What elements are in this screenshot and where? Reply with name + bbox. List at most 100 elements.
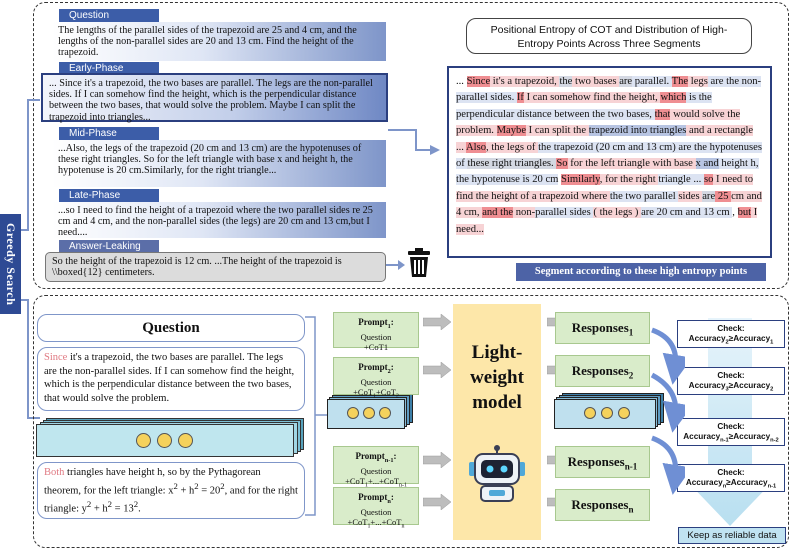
trash-icon <box>406 248 432 278</box>
curved-arrows <box>650 327 685 495</box>
entropy-token: and the <box>482 207 514 219</box>
entropy-token: Also <box>466 141 487 153</box>
since-highlight: Since <box>44 352 68 363</box>
entropy-text-box: ... Since it's a trapezoid, the two base… <box>447 66 772 258</box>
response-sub: 1 <box>628 327 634 338</box>
dot-1 <box>136 433 151 448</box>
prompt-text: Prompt <box>358 362 388 372</box>
check-box: Check:Accuracyn-1≥Accuracyn-2 <box>677 418 785 446</box>
arrow-prompt-to-model <box>423 494 452 510</box>
prompt-text: : <box>390 317 394 327</box>
arrow-to-trash <box>386 260 405 270</box>
keep-reliable-label: Keep as reliable data <box>678 527 786 544</box>
embedding-stack-small-left <box>327 393 417 433</box>
response-box: Responses2 <box>555 355 650 387</box>
entropy-token: x and <box>695 158 719 170</box>
answer-leaking-label: Answer-Leaking <box>59 240 159 253</box>
prompt-text: 2 <box>395 393 399 400</box>
response-label: Responses <box>567 454 625 469</box>
entropy-token: Maybe <box>496 125 527 137</box>
check-text: Accuracy <box>730 478 768 487</box>
entropy-token: which <box>660 92 687 104</box>
check-text: n <box>722 483 727 490</box>
check-text: 3 <box>725 386 729 393</box>
response-sub: n-1 <box>624 461 638 472</box>
entropy-token: ( the legs ) <box>593 207 642 219</box>
embedding-stack-small-right <box>554 393 669 433</box>
prompt-box: Promptn-1:Question+CoT1+...+CoTn-1 <box>333 446 419 488</box>
prompt-text: +CoT <box>376 386 396 397</box>
bottom-panel <box>33 295 789 548</box>
prompt-text: Prompt <box>355 451 385 461</box>
prompt-text: n <box>401 523 405 530</box>
entropy-token: If <box>516 92 524 104</box>
prompt-text: Question <box>360 506 392 517</box>
prompt-text: : <box>390 492 394 502</box>
prompt-text: Question <box>360 331 392 342</box>
entropy-token: these right triangles. <box>467 158 557 170</box>
check-text: ≥ <box>728 432 734 441</box>
segment-banner: Segment according to these high entropy … <box>516 263 766 281</box>
check-text: n-1 <box>720 437 729 444</box>
prompt-text: 2 <box>387 367 391 375</box>
entropy-token: , for the right <box>599 174 659 186</box>
dot-3 <box>178 433 193 448</box>
entropy-token: the two parallel <box>609 190 679 202</box>
late-phase-label: Late-Phase <box>59 189 159 202</box>
check-box: Check:Accuracyn≥Accuracyn-1 <box>677 464 785 492</box>
entropy-token: sides <box>678 190 703 202</box>
early-phase-label: Early-Phase <box>59 62 159 75</box>
prompt-text: 1 <box>373 393 376 400</box>
check-text: 1 <box>770 339 774 346</box>
entropy-token: are <box>619 76 633 87</box>
prompt-text: Question <box>360 465 392 476</box>
arrow-prompt-to-model <box>423 362 452 378</box>
prompt-text: +...+CoT <box>367 475 400 486</box>
question-label: Question <box>59 9 159 22</box>
bottom-question-title-text: Question <box>142 320 200 336</box>
prompt-text: +...+CoT <box>370 516 402 527</box>
response-sub: n <box>628 504 634 515</box>
prompt-text: +CoT <box>353 386 374 397</box>
check-text: n-2 <box>770 437 779 444</box>
entropy-token: Since <box>466 76 491 87</box>
mid-phase-text: ...Also, the legs of the trapezoid (20 c… <box>52 140 386 187</box>
prompt-text: Prompt <box>358 317 388 327</box>
check-text: Accuracy <box>683 432 721 441</box>
dot-2 <box>157 433 172 448</box>
entropy-token: it's a trapezoid, <box>490 76 560 87</box>
prompt-box: Prompt1: Question+CoT1 <box>333 312 419 352</box>
entropy-token: , the legs of <box>486 141 539 153</box>
response-box: Responsesn-1 <box>555 446 650 478</box>
check-text: ≥ <box>728 381 734 390</box>
entropy-token: I can split the <box>526 125 589 137</box>
prompt-text: n-1 <box>399 482 407 489</box>
response-sub: 2 <box>628 370 634 381</box>
prompt-text: 1 <box>387 322 391 330</box>
check-text: Accuracy <box>733 381 771 390</box>
check-box: Check:Accuracy3≥Accuracy2 <box>677 367 785 395</box>
entropy-token: but <box>737 207 752 219</box>
model-label: Light-weight model <box>470 342 524 413</box>
greedy-connectors <box>21 99 40 419</box>
prompt-text: : <box>393 451 397 461</box>
entropy-token: 25 <box>715 190 732 202</box>
entropy-token: non- <box>513 207 536 219</box>
check-text: Accuracy <box>688 381 726 390</box>
check-text: 2 <box>770 386 774 393</box>
entropy-token: ... <box>456 76 464 87</box>
answer-leaking-text: So the height of the trapezoid is 12 cm.… <box>45 252 386 282</box>
mid-phase-label: Mid-Phase <box>59 127 159 140</box>
question-text: The lengths of the parallel sides of the… <box>52 22 386 61</box>
prompt-text: : <box>390 362 394 372</box>
entropy-token: so <box>703 174 714 186</box>
check-text: Accuracy <box>688 334 726 343</box>
response-label: Responses <box>571 320 629 335</box>
prompt-text: +CoT <box>345 475 365 486</box>
prompt-text: +CoT1 <box>363 341 389 352</box>
entropy-title: Positional Entropy of COT and Distributi… <box>466 18 752 54</box>
entropy-token: two bases <box>572 76 620 87</box>
prompt-box: Prompt2:Question+CoT1+CoT2 <box>333 357 419 399</box>
check-text: Check: <box>717 371 745 380</box>
arrow-prompt-to-model <box>423 452 452 468</box>
